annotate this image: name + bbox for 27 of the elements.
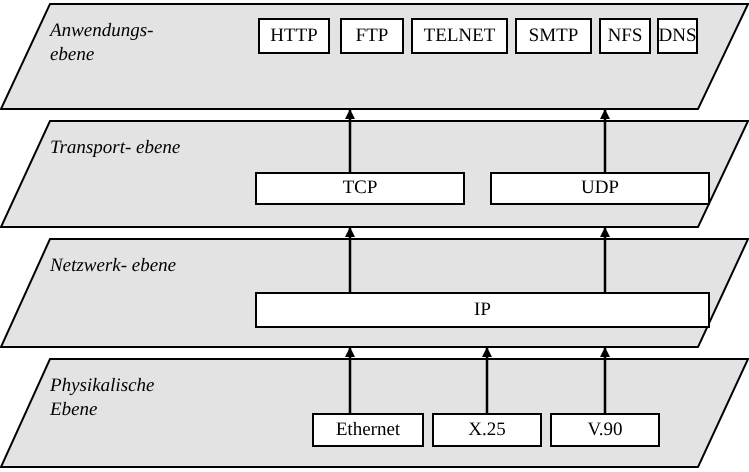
protocol-box: TELNET: [411, 18, 508, 54]
arrow: [345, 109, 355, 172]
protocol-box: TCP: [255, 172, 465, 205]
layer-label: Netzwerk- ebene: [50, 254, 178, 278]
arrow: [600, 109, 610, 172]
protocol-box: DNS: [657, 18, 698, 54]
arrow: [482, 347, 492, 413]
arrow: [600, 227, 610, 292]
protocol-box: V.90: [550, 413, 660, 447]
layer-label: Transport- ebene: [50, 136, 182, 160]
layer-label: Physikalische Ebene: [50, 374, 156, 422]
arrow: [345, 227, 355, 292]
protocol-box: HTTP: [258, 18, 330, 54]
arrow: [600, 347, 610, 413]
protocol-box: FTP: [340, 18, 404, 54]
layer-parallelogram: [0, 120, 749, 228]
protocol-box: Ethernet: [312, 413, 424, 447]
layer-parallelogram: [0, 3, 749, 110]
protocol-box: NFS: [599, 18, 651, 54]
arrow: [345, 347, 355, 413]
protocol-box: SMTP: [515, 18, 592, 54]
protocol-box: IP: [255, 292, 710, 328]
layer-parallelogram: [0, 238, 749, 348]
layer-parallelogram: [0, 358, 749, 468]
layer-label: Anwendungs- ebene: [50, 19, 154, 67]
protocol-box: UDP: [490, 172, 710, 205]
protocol-box: X.25: [432, 413, 542, 447]
